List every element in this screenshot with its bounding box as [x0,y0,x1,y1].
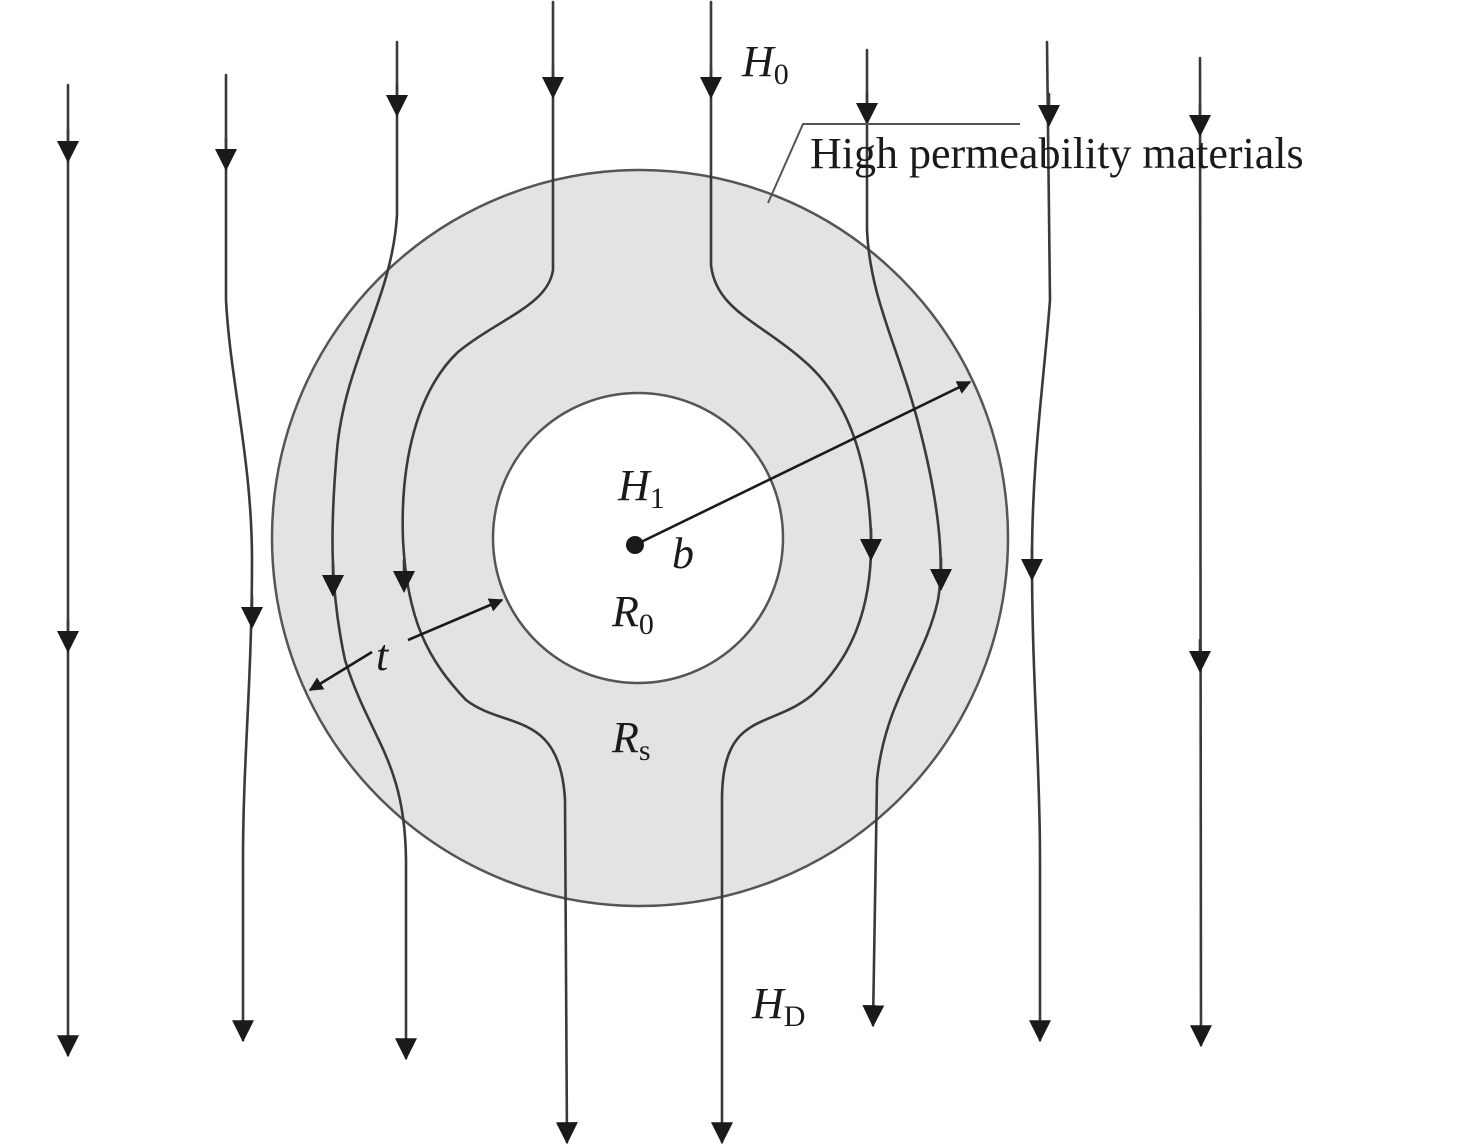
label-b: b [672,529,694,578]
field-line [331,40,417,1061]
radius-b-arrow [636,380,972,546]
field-lines [57,0,1212,1145]
field-line [862,48,942,1028]
label-h0: H0 [741,37,789,91]
field-line [401,0,578,1145]
label-material: High permeability materials [810,129,1304,178]
material-callout-leader [767,123,1020,204]
field-line [1189,56,1212,1048]
label-rs: Rs [611,713,651,767]
thickness-t-arrow-right [407,598,504,642]
field-line [224,73,254,1043]
label-r0: R0 [611,587,654,641]
center-point [626,536,644,554]
thickness-t-arrow-left [308,650,373,692]
label-t: t [376,631,390,680]
label-h1: H1 [617,461,665,515]
field-line [1029,40,1052,1043]
label-hd: HD [751,979,805,1033]
